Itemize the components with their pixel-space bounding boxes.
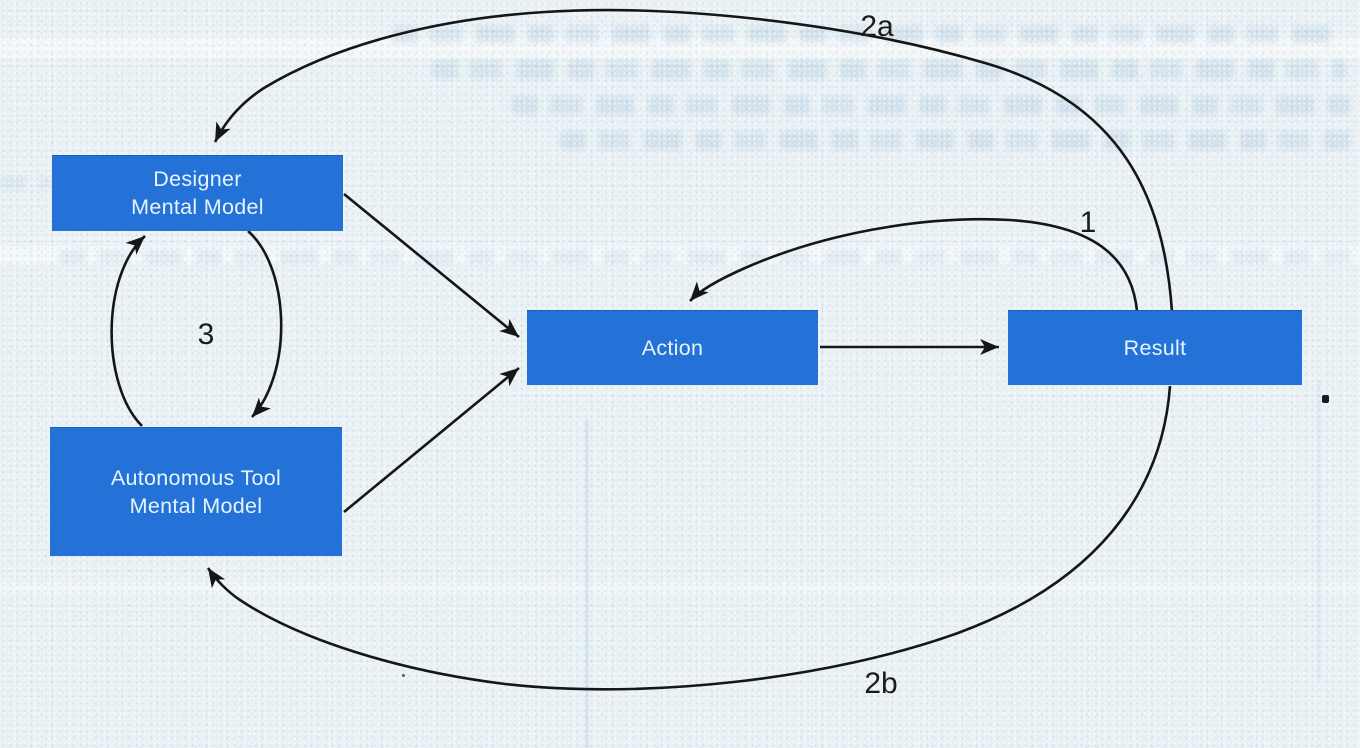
- scan-speck: [1322, 395, 1329, 403]
- node-designer-mental-model: Designer Mental Model: [52, 155, 343, 231]
- node-autonomous-line2: Mental Model: [129, 493, 263, 518]
- edge-result-to-action-loop-1: [689, 217, 1139, 312]
- edge-autonomous-to-action: [343, 366, 520, 514]
- scan-speck: [402, 674, 405, 677]
- node-autonomous-line1: Autonomous Tool: [110, 465, 282, 490]
- edge-result-to-autonomous-2b: [206, 385, 1172, 691]
- edge-label-2b: 2b: [864, 667, 898, 700]
- edge-designer-to-action: [343, 192, 520, 339]
- node-action-label: Action: [641, 335, 704, 360]
- edge-label-1: 1: [1079, 206, 1097, 239]
- edge-designer-to-autonomous-3: [247, 230, 283, 418]
- edge-label-2a: 2a: [860, 10, 894, 43]
- node-designer-line1: Designer: [153, 167, 242, 191]
- edge-autonomous-to-designer-3: [110, 235, 146, 427]
- edge-label-3: 3: [197, 318, 215, 351]
- node-result-label: Result: [1123, 335, 1187, 360]
- node-designer-line2: Mental Model: [131, 195, 264, 219]
- node-result: Result: [1008, 310, 1302, 385]
- node-action: Action: [527, 310, 818, 385]
- node-autonomous-tool-mental-model: Autonomous Tool Mental Model: [50, 427, 342, 556]
- edge-result-to-designer-2a: [213, 8, 1174, 313]
